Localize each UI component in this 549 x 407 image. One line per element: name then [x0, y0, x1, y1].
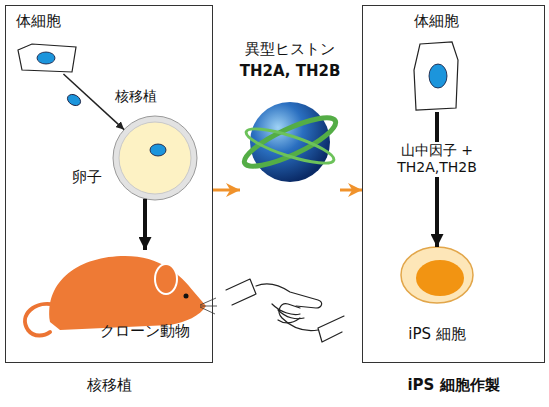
thumb [278, 318, 300, 323]
mouse-whiskers [200, 298, 217, 314]
connector-arrow [435, 112, 439, 247]
node-label: 体細胞 [400, 12, 473, 31]
ips-cell [401, 247, 473, 303]
egg-cytoplasm [119, 122, 191, 194]
node-label: TH2A, TH2B [236, 62, 344, 81]
illustration-node: クローン動物 [20, 250, 210, 345]
node-label: 卵子 [72, 168, 112, 187]
node-label: 異型ヒストン [236, 40, 344, 59]
egg-zona [113, 116, 197, 200]
left-sleeve [226, 279, 256, 305]
handshake-icon [226, 279, 344, 342]
node-label: クローン動物 [100, 322, 205, 341]
group-box: 核移植 体細胞卵子クローン動物 [5, 5, 213, 363]
transferred-nucleus [65, 92, 82, 108]
ips-nucleus [416, 260, 464, 296]
cell-node: 卵子 [113, 116, 197, 200]
node-label: iPS 細胞 [395, 325, 479, 344]
node-label: 核移植 [5, 376, 213, 395]
illustration-node: 体細胞 [413, 40, 460, 112]
illustration-node: 体細胞 [14, 42, 78, 74]
mouse-eye [184, 294, 189, 299]
dna-band [243, 122, 337, 169]
right-hand [279, 304, 318, 331]
cell-nucleus [429, 64, 447, 88]
group-box: iPS 細胞作製体細胞iPS 細胞 [362, 5, 545, 363]
cell-node: iPS 細胞 [400, 247, 474, 303]
illustration-node: 異型ヒストンTH2A, TH2B [240, 38, 340, 198]
cell-nucleus [37, 52, 55, 64]
somatic-cell [414, 42, 458, 110]
node-label: iPS 細胞作製 [362, 376, 545, 395]
dna-band [239, 109, 341, 175]
connector-arrow [213, 189, 240, 192]
fingers [272, 304, 304, 319]
right-sleeve [318, 316, 344, 342]
edge-label: 核移植 [106, 88, 166, 106]
somatic-cell [18, 44, 76, 72]
connector-arrow [143, 199, 147, 250]
mouse-ear [155, 264, 177, 294]
node-label: 体細胞 [16, 12, 76, 31]
mouse-body [49, 256, 206, 330]
egg-nucleus [150, 144, 166, 156]
connector-arrow [340, 189, 362, 192]
edge-label: 山中因子 + TH2A,TH2B [387, 142, 487, 177]
